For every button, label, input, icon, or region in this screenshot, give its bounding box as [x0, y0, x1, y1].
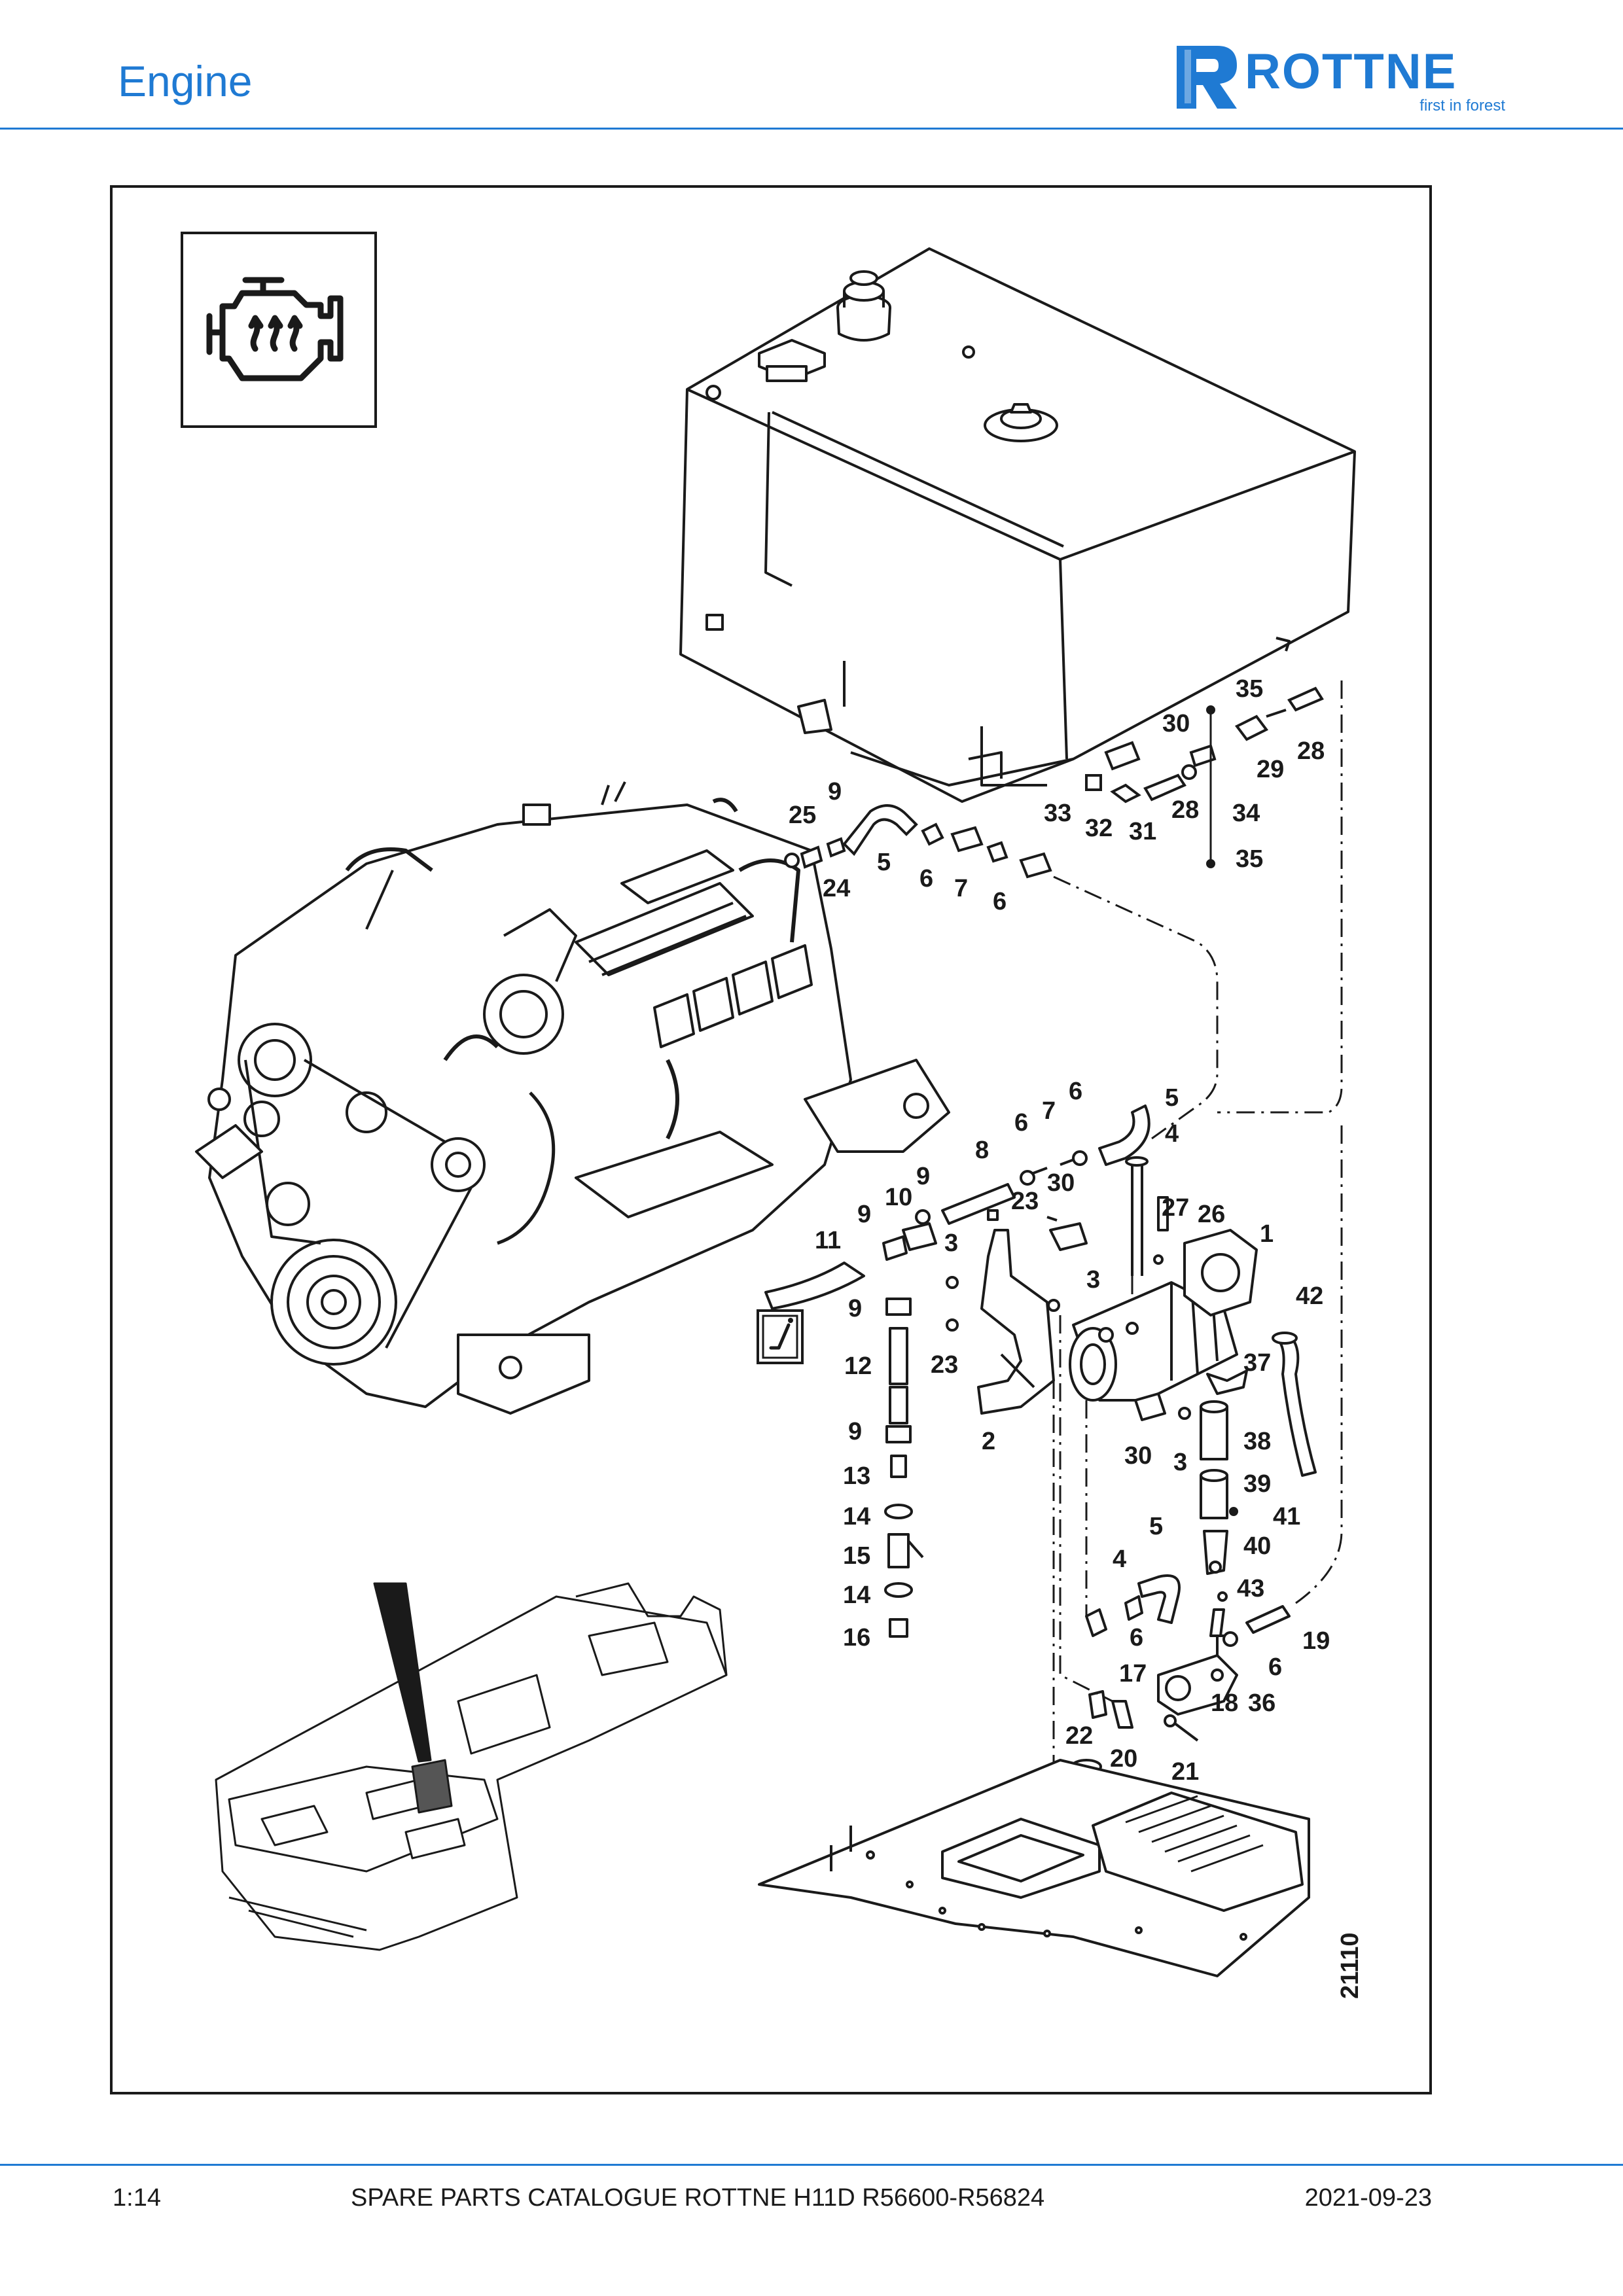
callout-c5b: 5	[1165, 1084, 1179, 1112]
callout-c13: 13	[843, 1462, 870, 1490]
callout-c11: 11	[815, 1227, 841, 1254]
callout-c38: 38	[1243, 1428, 1271, 1455]
callout-c29: 29	[1257, 756, 1284, 783]
callout-c27: 27	[1162, 1194, 1189, 1222]
callout-c30a: 30	[1162, 710, 1190, 737]
callout-c2: 2	[982, 1428, 995, 1455]
callout-c3b: 3	[1086, 1266, 1100, 1294]
fuel-tank-drawing	[679, 247, 1356, 803]
callout-c6a: 6	[919, 865, 933, 892]
rottne-logo-mark-icon	[1177, 46, 1237, 109]
callout-c33: 33	[1044, 800, 1071, 827]
callout-c15: 15	[843, 1542, 870, 1570]
callout-c1: 1	[1260, 1220, 1274, 1248]
page-number: 1:14	[113, 2184, 161, 2212]
callout-c28b: 28	[1171, 796, 1199, 824]
info-symbol	[757, 1309, 804, 1364]
publish-date: 2021-09-23	[1304, 2184, 1432, 2212]
callout-c37: 37	[1243, 1349, 1271, 1377]
callout-c35b: 35	[1236, 845, 1263, 873]
heater-assembly-drawing	[764, 1104, 1317, 1775]
callout-c23a: 23	[1011, 1188, 1039, 1215]
callout-c4b: 4	[1113, 1545, 1126, 1573]
floor-plate-drawing	[758, 1759, 1310, 1977]
callout-c4a: 4	[1165, 1120, 1179, 1148]
catalogue-title: SPARE PARTS CATALOGUE ROTTNE H11D R56600…	[351, 2184, 1045, 2212]
tank-fittings	[1085, 686, 1324, 868]
figure-number: 21110	[1336, 1933, 1364, 1999]
callout-c9c: 9	[857, 1201, 871, 1228]
callout-c34: 34	[1232, 800, 1260, 827]
exploded-parts-diagram: 2592456763530292833323128343565764891030…	[195, 247, 1364, 1999]
callout-c35a: 35	[1236, 675, 1263, 703]
callout-c25: 25	[789, 802, 816, 829]
upper-hose-set	[784, 804, 1052, 879]
callout-c14b: 14	[843, 1581, 870, 1609]
engine-heat-icon	[206, 277, 344, 381]
footer-rule	[0, 2164, 1623, 2166]
callout-c3c: 3	[1173, 1449, 1187, 1476]
callout-c26: 26	[1198, 1201, 1225, 1228]
callout-c9b: 9	[916, 1163, 930, 1190]
brand-name: ROTTNE	[1245, 44, 1457, 99]
brand-tagline: first in forest	[1419, 97, 1505, 115]
callout-c6b: 6	[993, 888, 1007, 915]
callout-c6f: 6	[1268, 1653, 1282, 1681]
page-title: Engine	[118, 57, 253, 105]
callout-c9d: 9	[848, 1295, 862, 1322]
callout-c16: 16	[843, 1624, 870, 1651]
header-rule	[0, 128, 1623, 130]
brand-logo: ROTTNE first in forest	[1171, 41, 1512, 115]
callout-c7a: 7	[954, 875, 968, 902]
callout-c22: 22	[1065, 1722, 1093, 1750]
callout-c6d: 6	[1014, 1109, 1028, 1137]
callout-c32: 32	[1085, 815, 1113, 842]
callout-c31: 31	[1129, 818, 1156, 845]
callout-c10: 10	[885, 1184, 912, 1211]
callout-c20: 20	[1110, 1745, 1137, 1773]
routing-lines	[1052, 680, 1343, 1786]
callout-c39: 39	[1243, 1470, 1271, 1498]
callout-c3a: 3	[944, 1229, 958, 1257]
callout-c40: 40	[1243, 1532, 1271, 1560]
callout-c12: 12	[844, 1352, 872, 1380]
callout-c9e: 9	[848, 1418, 862, 1445]
callout-c6c: 6	[1069, 1078, 1082, 1105]
callout-c21: 21	[1171, 1758, 1199, 1786]
callout-c30c: 30	[1124, 1442, 1152, 1470]
engine-symbol-box	[181, 232, 377, 428]
engine-drawing	[195, 781, 950, 1415]
callout-c41: 41	[1273, 1503, 1300, 1530]
callout-c9a: 9	[828, 778, 842, 805]
callout-c18: 18	[1211, 1689, 1238, 1717]
callout-c23b: 23	[931, 1351, 958, 1379]
callout-c7b: 7	[1042, 1097, 1056, 1125]
callout-c5a: 5	[877, 849, 891, 876]
callout-c19: 19	[1302, 1627, 1330, 1655]
callout-c5c: 5	[1149, 1513, 1163, 1540]
drawing-frame	[110, 185, 1432, 2094]
callout-c43: 43	[1237, 1575, 1264, 1602]
chassis-locator-drawing	[215, 1582, 728, 1951]
callout-c30b: 30	[1047, 1169, 1075, 1197]
callout-c36: 36	[1248, 1689, 1275, 1717]
callout-c14a: 14	[843, 1503, 870, 1530]
callout-c8: 8	[975, 1137, 989, 1164]
callout-c42: 42	[1296, 1282, 1323, 1310]
callout-c17: 17	[1119, 1660, 1147, 1687]
callout-c6e: 6	[1130, 1624, 1143, 1651]
callout-c24: 24	[823, 875, 850, 902]
callout-c28a: 28	[1297, 737, 1325, 765]
